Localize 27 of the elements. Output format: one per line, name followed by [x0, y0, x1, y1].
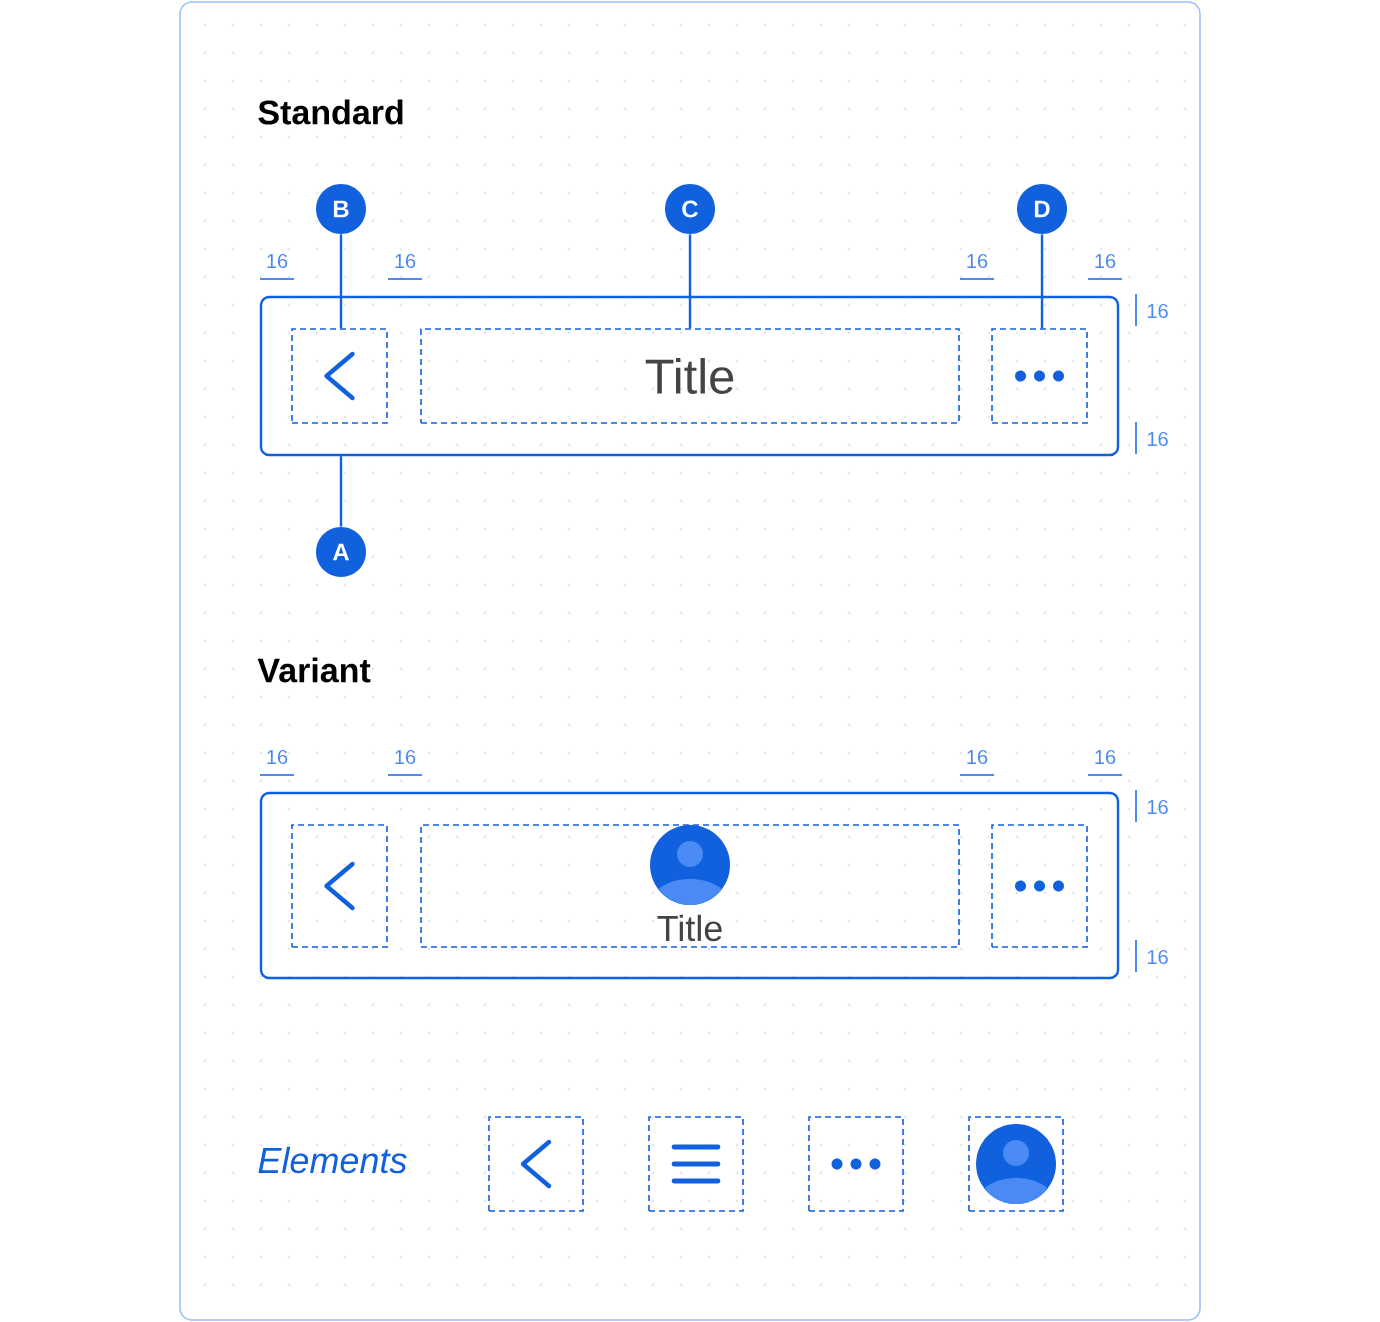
- callout-number: D: [1017, 184, 1067, 234]
- dimension-value: 16: [395, 749, 416, 765]
- dimension-value: 16: [1095, 749, 1116, 765]
- section-heading: Standard: [258, 99, 403, 125]
- dimension-value: 16: [967, 253, 988, 269]
- dimension-value: 16: [267, 253, 288, 269]
- section-heading: Variant: [257, 657, 371, 683]
- dimension-value: 16: [1095, 253, 1116, 269]
- leader-line: [688, 234, 692, 329]
- leader-line: [1040, 234, 1044, 329]
- app-bar: [259, 791, 1120, 980]
- dimension-value: 16: [267, 749, 288, 765]
- dimension-value: 16: [1147, 431, 1168, 447]
- callout-number: C: [665, 184, 715, 234]
- dimension-value: 16: [1147, 799, 1168, 815]
- dashed-slot: Title: [420, 328, 960, 424]
- callout-number: A: [316, 527, 366, 577]
- dimension-value: 16: [1147, 949, 1168, 965]
- leader-line: [339, 456, 343, 527]
- dimension-value: 16: [1147, 303, 1168, 319]
- callout-number: B: [316, 184, 366, 234]
- leader-line: [339, 234, 343, 329]
- dimension-value: 16: [395, 253, 416, 269]
- dashed-slot: Title: [420, 824, 960, 948]
- dimension-value: 16: [967, 749, 988, 765]
- app-bar: [259, 295, 1120, 457]
- row-heading: Elements: [258, 1146, 407, 1174]
